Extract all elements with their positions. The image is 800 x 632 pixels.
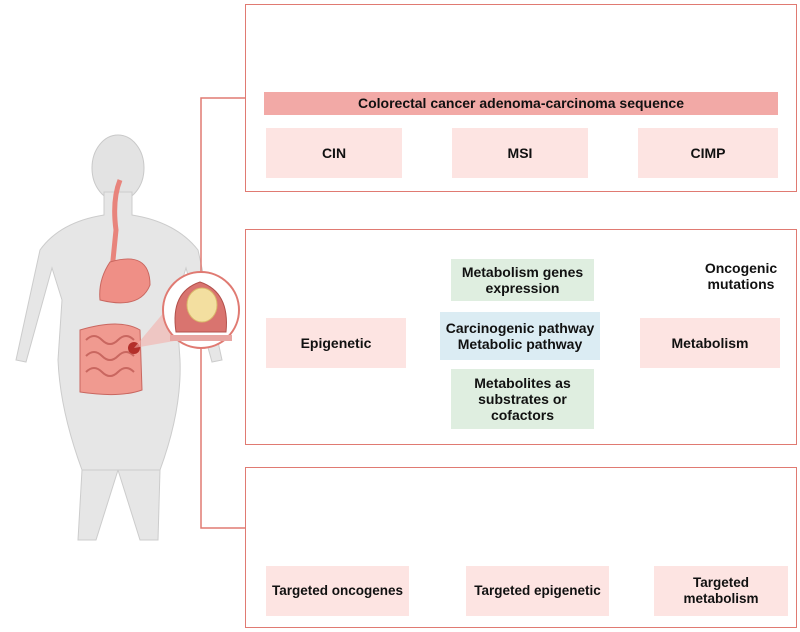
pathway-box: Carcinogenic pathway Metabolic pathway (440, 312, 600, 360)
metabolites-box: Metabolites as substrates or cofactors (451, 369, 594, 429)
epigenetic-box: Epigenetic (266, 318, 406, 368)
cin-box: CIN (266, 128, 402, 178)
cimp-box: CIMP (638, 128, 778, 178)
targeted-epigenetic-box: Targeted epigenetic (466, 566, 609, 616)
tumor-zoom-circle (162, 271, 240, 349)
targeted-oncogenes-box: Targeted oncogenes (266, 566, 409, 616)
oncogenic-mutations-label: Oncogenic mutations (704, 259, 778, 292)
panel-connectors (200, 97, 245, 529)
digestive-tract-illustration (79, 179, 151, 396)
sequence-banner: Colorectal cancer adenoma-carcinoma sequ… (264, 92, 778, 115)
msi-box: MSI (452, 128, 588, 178)
metabolism-box: Metabolism (640, 318, 780, 368)
genes-expression-box: Metabolism genes expression (451, 259, 594, 301)
targeted-metabolism-box: Targeted metabolism (654, 566, 788, 616)
